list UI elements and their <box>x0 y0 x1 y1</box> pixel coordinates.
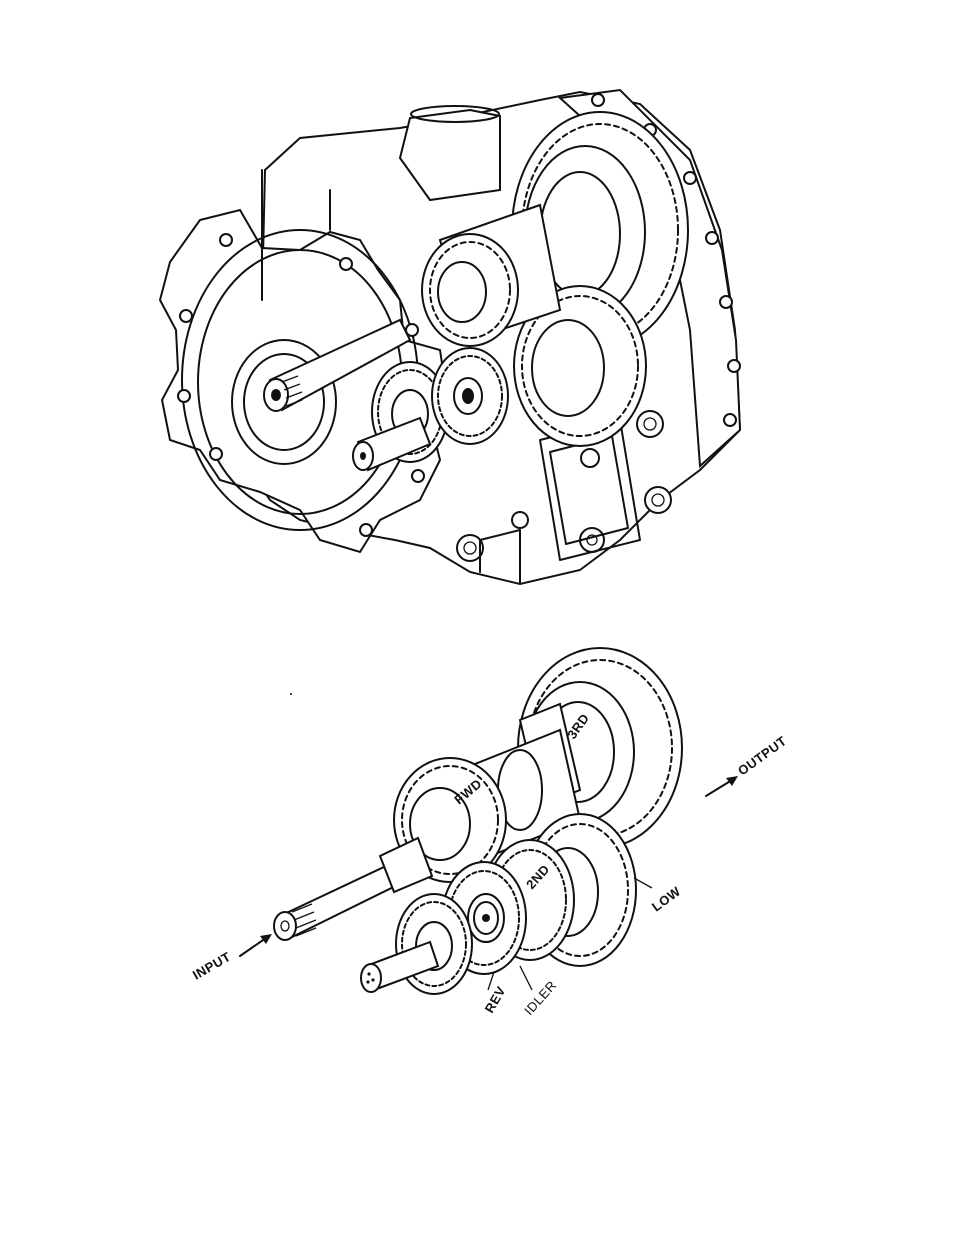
output-callout: OUTPUT <box>706 733 789 796</box>
output-arrowhead <box>726 776 738 786</box>
input-callout: INPUT <box>190 934 272 983</box>
rev-label: REV <box>482 984 509 1016</box>
assembled-transmission <box>160 90 740 584</box>
input-label: INPUT <box>190 949 233 983</box>
idler-label: IDLER <box>521 978 559 1018</box>
rev-callout: REV <box>482 972 509 1016</box>
rev-gear <box>396 894 472 994</box>
output-label: OUTPUT <box>735 733 789 778</box>
exploded-gear-train: INPUT OUTPUT FWD 3RD 2ND LOW REV <box>190 648 789 1018</box>
upper-idler-gear <box>432 348 508 444</box>
low-callout: LOW <box>634 878 684 914</box>
idler-callout: IDLER <box>520 966 560 1018</box>
input-arrowhead <box>260 934 272 944</box>
low-label: LOW <box>649 883 684 914</box>
